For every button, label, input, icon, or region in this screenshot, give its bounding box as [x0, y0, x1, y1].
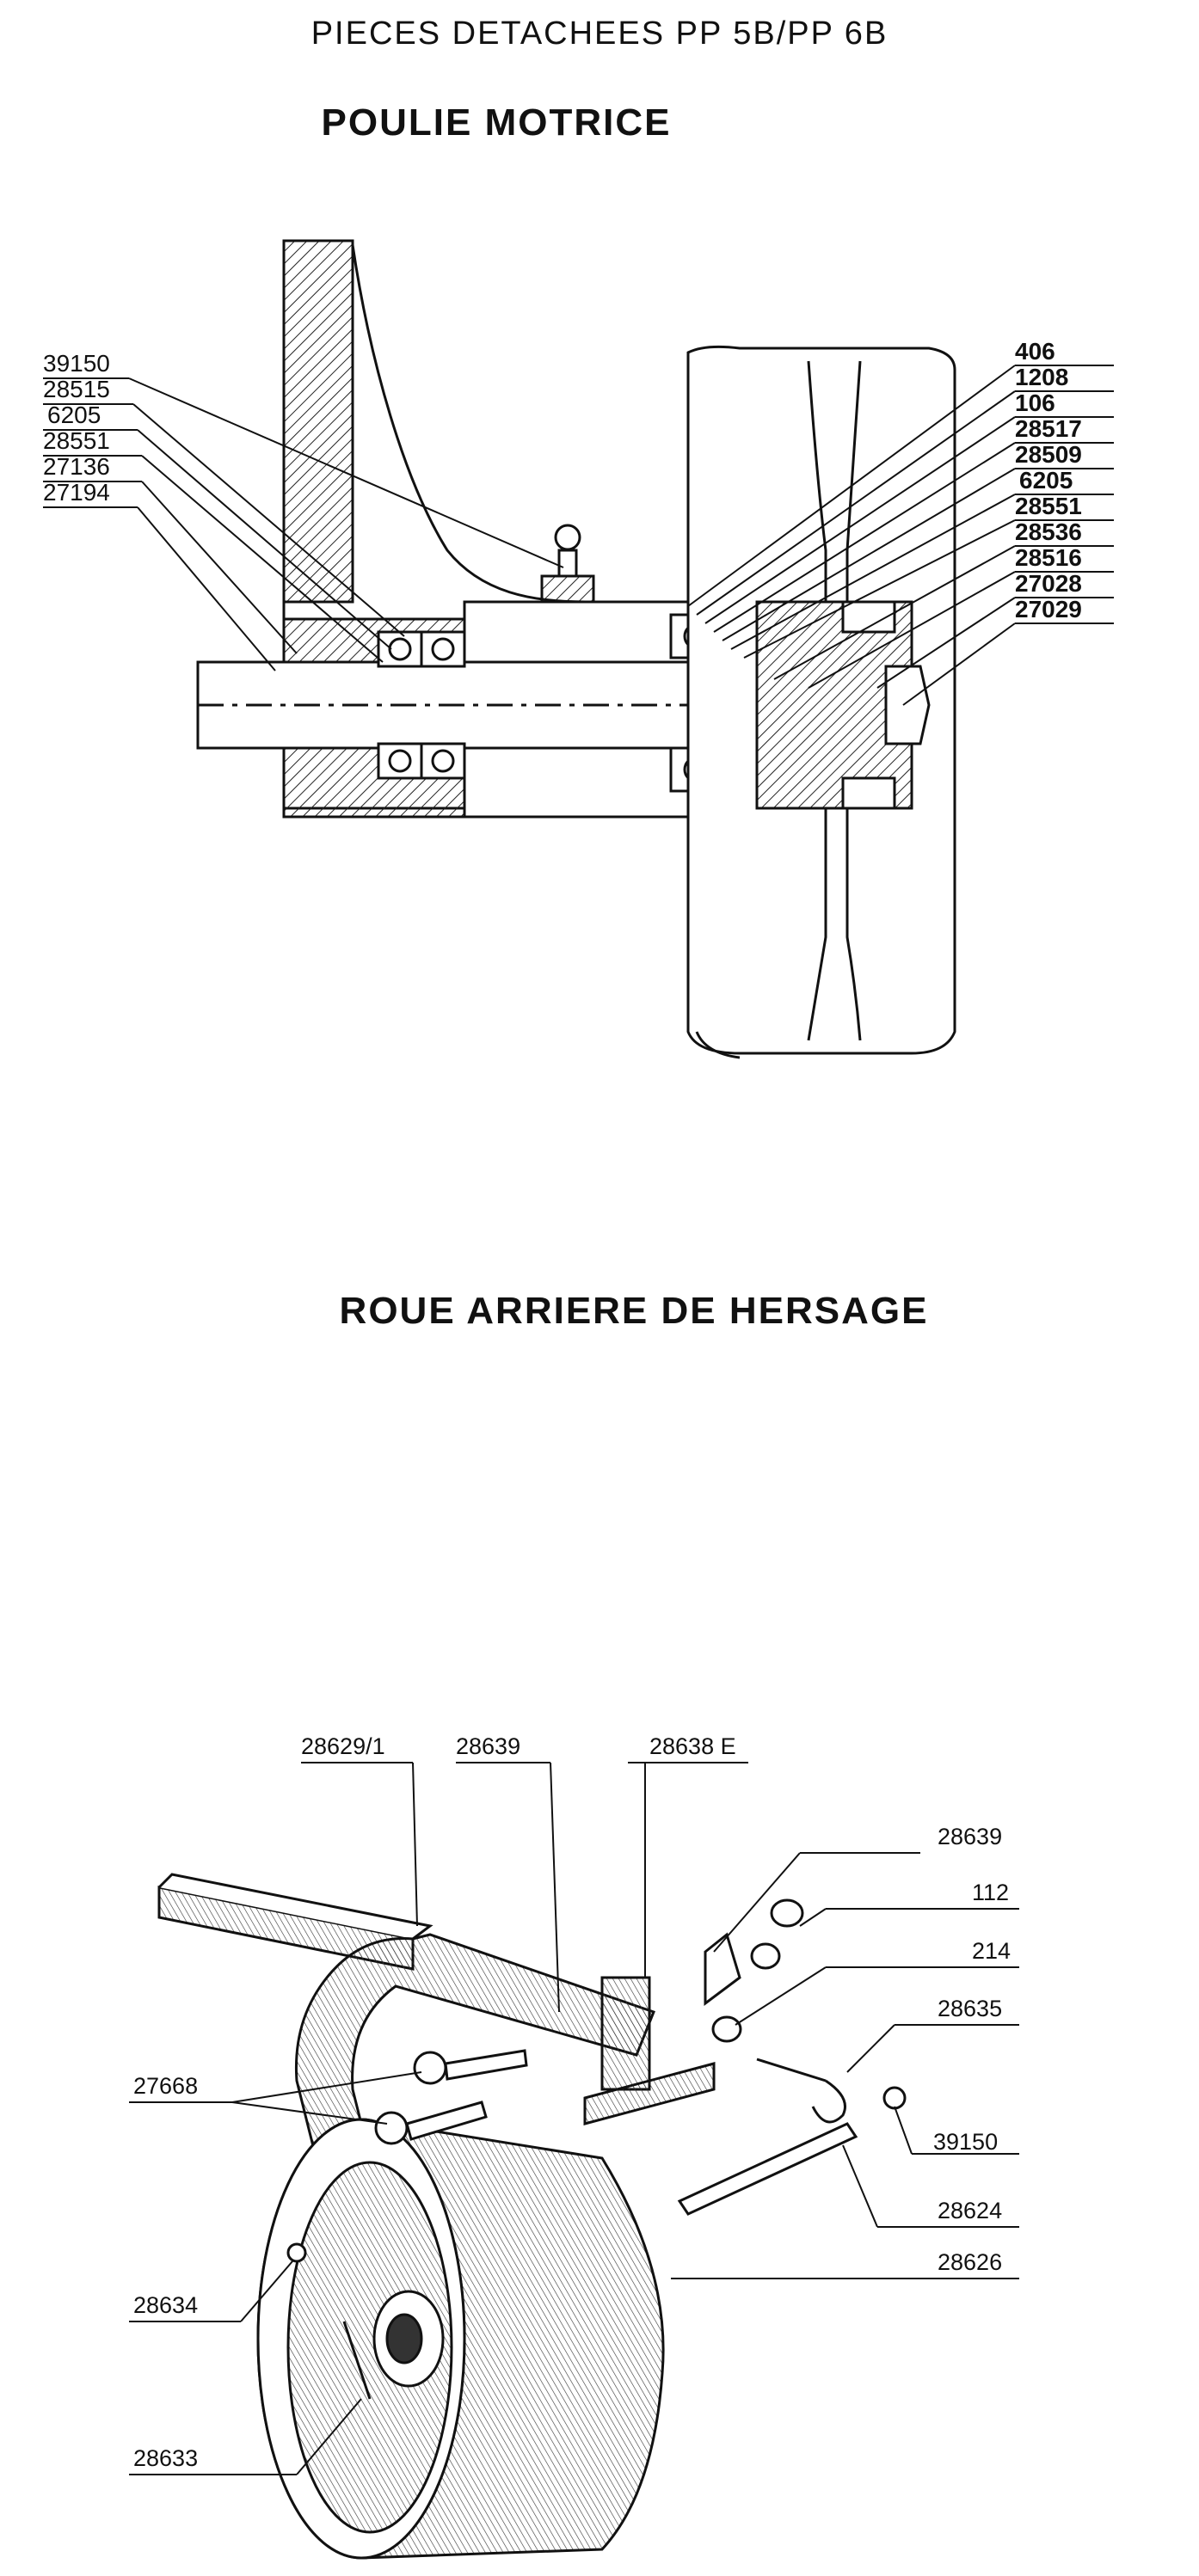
ref-28517: 28517: [1015, 415, 1082, 442]
ref-27668: 27668: [133, 2073, 198, 2099]
ref-406: 406: [1015, 338, 1055, 365]
page-title: PIECES DETACHEES PP 5B/PP 6B: [311, 15, 888, 52]
bolt-27668: [374, 2049, 528, 2145]
ref-28629-1: 28629/1: [301, 1733, 385, 1759]
ref-214: 214: [972, 1938, 1011, 1964]
ref-27028: 27028: [1015, 570, 1082, 597]
ref-28626: 28626: [938, 2249, 1002, 2275]
ref-28536: 28536: [1015, 518, 1082, 545]
ref-28515: 28515: [43, 376, 110, 402]
ref-27136: 27136: [43, 453, 110, 480]
roue-labels: 28629/1 28639 28638 E 28639 112 214 2863…: [133, 1733, 1011, 2471]
ref-27029: 27029: [1015, 596, 1082, 623]
poulie-right-labels: 406 1208 106 28517 28509 6205 28551 2853…: [1015, 338, 1082, 623]
roue-callouts: [129, 1762, 1019, 2475]
pulley-wheel: [686, 345, 956, 1055]
ref-112: 112: [972, 1880, 1009, 1905]
ref-6205-right: 6205: [1019, 467, 1073, 494]
roue-arriere-title: ROUE ARRIERE DE HERSAGE: [339, 1290, 929, 1332]
bearing-left: [377, 630, 466, 780]
ref-28635: 28635: [938, 1996, 1002, 2021]
grease-nipple: [540, 524, 595, 604]
ref-28516: 28516: [1015, 544, 1082, 571]
ref-28551-right: 28551: [1015, 493, 1082, 519]
ref-6205-left: 6205: [47, 402, 101, 428]
ref-28638e: 28638 E: [649, 1733, 736, 1759]
ref-28509: 28509: [1015, 441, 1082, 468]
poulie-left-labels: 39150 28515 6205 28551 27136 27194: [43, 350, 110, 506]
ref-28634: 28634: [133, 2292, 198, 2318]
ref-106: 106: [1015, 389, 1055, 416]
ref-28639-b: 28639: [938, 1824, 1002, 1849]
poulie-left-callouts: [43, 377, 564, 672]
small-parts: [583, 1898, 804, 2125]
ref-27194: 27194: [43, 479, 110, 506]
ref-28639-a: 28639: [456, 1733, 520, 1759]
ref-28624: 28624: [938, 2198, 1002, 2223]
ref-28551-left: 28551: [43, 427, 110, 454]
ref-1208: 1208: [1015, 364, 1068, 390]
roue-drawing: [157, 1873, 907, 2560]
ref-28633: 28633: [133, 2445, 198, 2471]
poulie-section-drawing: [196, 239, 956, 1059]
ref-39150-roue: 39150: [933, 2129, 998, 2155]
poulie-right-callouts: [687, 365, 1114, 706]
ref-39150: 39150: [43, 350, 110, 377]
poulie-motrice-title: POULIE MOTRICE: [321, 101, 672, 144]
